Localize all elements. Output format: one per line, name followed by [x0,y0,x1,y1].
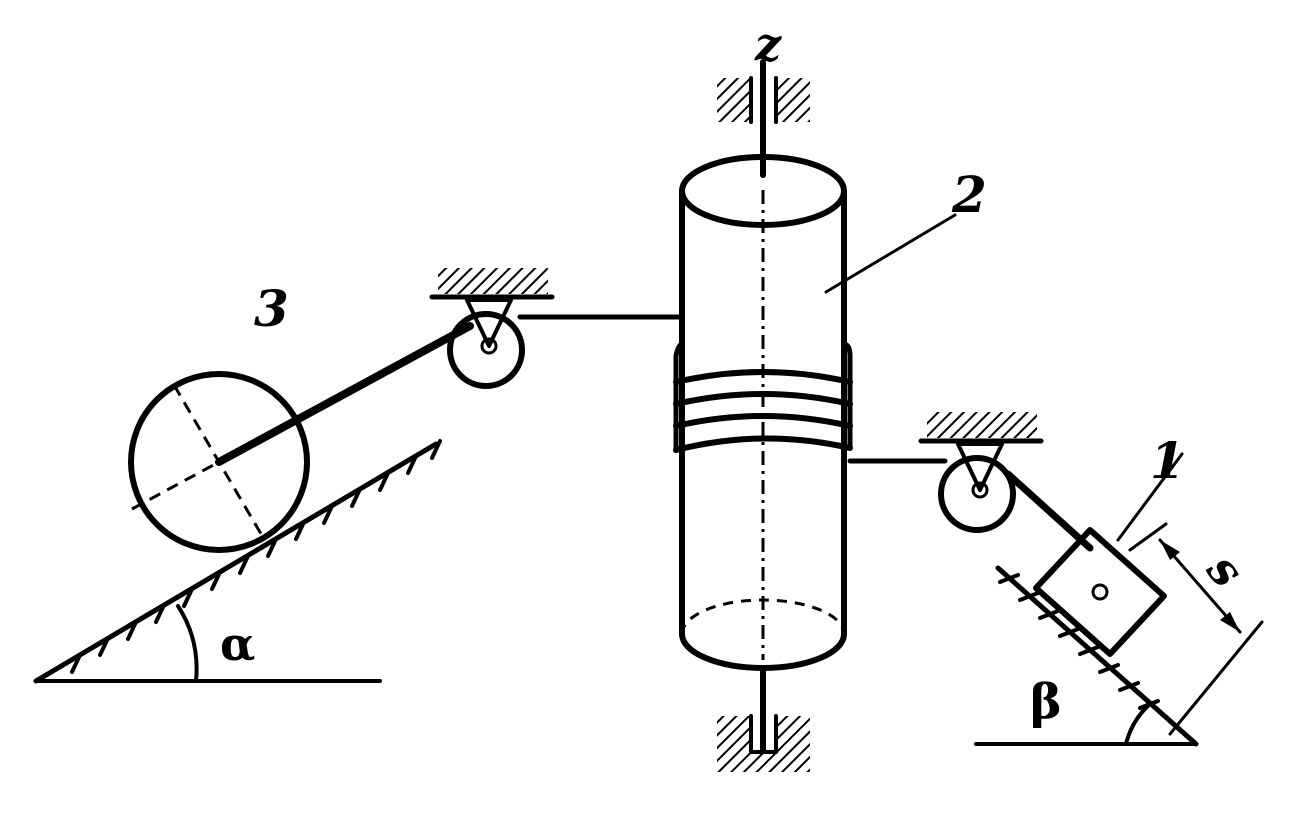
rope-roller-to-pulley [215,322,474,466]
body-1-label: 1 [1150,431,1185,490]
left-incline [33,439,442,684]
drum-body-2 [679,154,847,671]
right-pulley [918,412,1044,533]
displacement-s-dimension [1128,522,1264,736]
left-pulley [429,268,555,389]
angle-beta-label: β [1030,674,1062,730]
rope-pulley-to-block [1004,470,1094,552]
bottom-bearing [717,714,810,772]
label-1-leader [1116,452,1184,542]
rope-coils [673,341,853,453]
body-2-label: 2 [951,165,987,224]
axis-z-label: z [754,17,782,71]
right-incline [974,565,1199,747]
displacement-s-label: s [1196,542,1255,597]
angle-alpha-label: α [220,617,255,671]
block-body-1 [1033,527,1167,657]
top-bearing [717,76,810,124]
label-2-leader [824,213,957,294]
body-3-label: 3 [254,279,289,338]
